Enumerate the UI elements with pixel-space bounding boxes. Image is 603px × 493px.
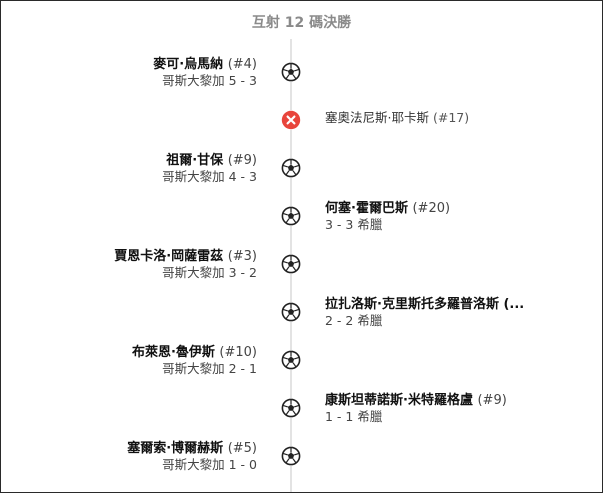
running-score: 哥斯大黎加 4 - 3 xyxy=(162,169,257,184)
soccer-ball-icon xyxy=(281,350,301,370)
player-number: (#10) xyxy=(219,345,257,360)
player-name[interactable]: 布萊恩·魯伊斯 xyxy=(131,345,215,360)
kick-info-left: 賈恩卡洛·岡薩雷茲 (#3) 哥斯大黎加 3 - 2 xyxy=(114,248,257,281)
kick-row: 賈恩卡洛·岡薩雷茲 (#3) 哥斯大黎加 3 - 2 xyxy=(1,243,602,291)
player-number: (#9) xyxy=(477,393,507,408)
soccer-ball-icon xyxy=(281,158,301,178)
kick-row: 布萊恩·魯伊斯 (#10) 哥斯大黎加 2 - 1 xyxy=(1,339,602,387)
running-score: 哥斯大黎加 3 - 2 xyxy=(162,265,257,280)
kick-row: 塞爾索·博爾赫斯 (#5) 哥斯大黎加 1 - 0 xyxy=(1,435,602,483)
kick-row: 麥可·烏馬納 (#4) 哥斯大黎加 5 - 3 xyxy=(1,51,602,99)
player-name[interactable]: 塞爾索·博爾赫斯 xyxy=(127,441,224,456)
player-name[interactable]: 何塞·霍爾巴斯 xyxy=(325,201,408,216)
player-number: (#17) xyxy=(432,110,470,125)
kick-info-right: 拉扎洛斯·克里斯托多羅普洛斯 (... 2 - 2 希臘 xyxy=(325,296,524,329)
kick-info-right: 塞奧法尼斯·耶卡斯 (#17) xyxy=(325,110,469,126)
player-number: (#20) xyxy=(412,201,451,216)
kick-info-left: 塞爾索·博爾赫斯 (#5) 哥斯大黎加 1 - 0 xyxy=(127,440,257,473)
running-score: 哥斯大黎加 2 - 1 xyxy=(162,361,257,376)
kick-info-left: 布萊恩·魯伊斯 (#10) 哥斯大黎加 2 - 1 xyxy=(132,344,257,377)
kick-info-right: 康斯坦蒂諾斯·米特羅格盧 (#9) 1 - 1 希臘 xyxy=(325,392,507,425)
kick-row: 何塞·霍爾巴斯 (#20) 3 - 3 希臘 xyxy=(1,195,602,243)
kick-row: 拉扎洛斯·克里斯托多羅普洛斯 (... 2 - 2 希臘 xyxy=(1,291,602,339)
player-name[interactable]: 塞奧法尼斯·耶卡斯 xyxy=(325,110,429,125)
player-name[interactable]: 賈恩卡洛·岡薩雷茲 xyxy=(114,249,224,264)
shootout-title: 互射 12 碼決勝 xyxy=(251,15,352,31)
kick-row: 康斯坦蒂諾斯·米特羅格盧 (#9) 1 - 1 希臘 xyxy=(1,387,602,435)
soccer-ball-icon xyxy=(281,206,301,226)
player-number: (#4) xyxy=(227,57,257,72)
soccer-ball-icon xyxy=(281,446,301,466)
player-name[interactable]: 拉扎洛斯·克里斯托多羅普洛斯 (... xyxy=(325,297,525,312)
running-score: 哥斯大黎加 1 - 0 xyxy=(162,457,257,472)
kick-info-left: 祖爾·甘保 (#9) 哥斯大黎加 4 - 3 xyxy=(162,152,257,185)
kick-info-left: 麥可·烏馬納 (#4) 哥斯大黎加 5 - 3 xyxy=(153,56,257,89)
miss-x-icon xyxy=(281,110,301,130)
player-number: (#5) xyxy=(227,441,257,456)
soccer-ball-icon xyxy=(281,302,301,322)
soccer-ball-icon xyxy=(281,254,301,274)
player-name[interactable]: 祖爾·甘保 xyxy=(166,153,224,168)
player-name[interactable]: 康斯坦蒂諾斯·米特羅格盧 xyxy=(325,393,473,408)
kick-row: 祖爾·甘保 (#9) 哥斯大黎加 4 - 3 xyxy=(1,147,602,195)
running-score: 1 - 1 希臘 xyxy=(325,409,383,424)
running-score: 哥斯大黎加 5 - 3 xyxy=(162,73,257,88)
soccer-ball-icon xyxy=(281,62,301,82)
kick-info-right: 何塞·霍爾巴斯 (#20) 3 - 3 希臘 xyxy=(325,200,450,233)
running-score: 2 - 2 希臘 xyxy=(325,313,383,328)
kick-row: 塞奧法尼斯·耶卡斯 (#17) xyxy=(1,99,602,147)
player-name[interactable]: 麥可·烏馬納 xyxy=(153,57,224,72)
soccer-ball-icon xyxy=(281,398,301,418)
running-score: 3 - 3 希臘 xyxy=(325,217,383,232)
player-number: (#9) xyxy=(227,153,257,168)
player-number: (#3) xyxy=(227,249,257,264)
